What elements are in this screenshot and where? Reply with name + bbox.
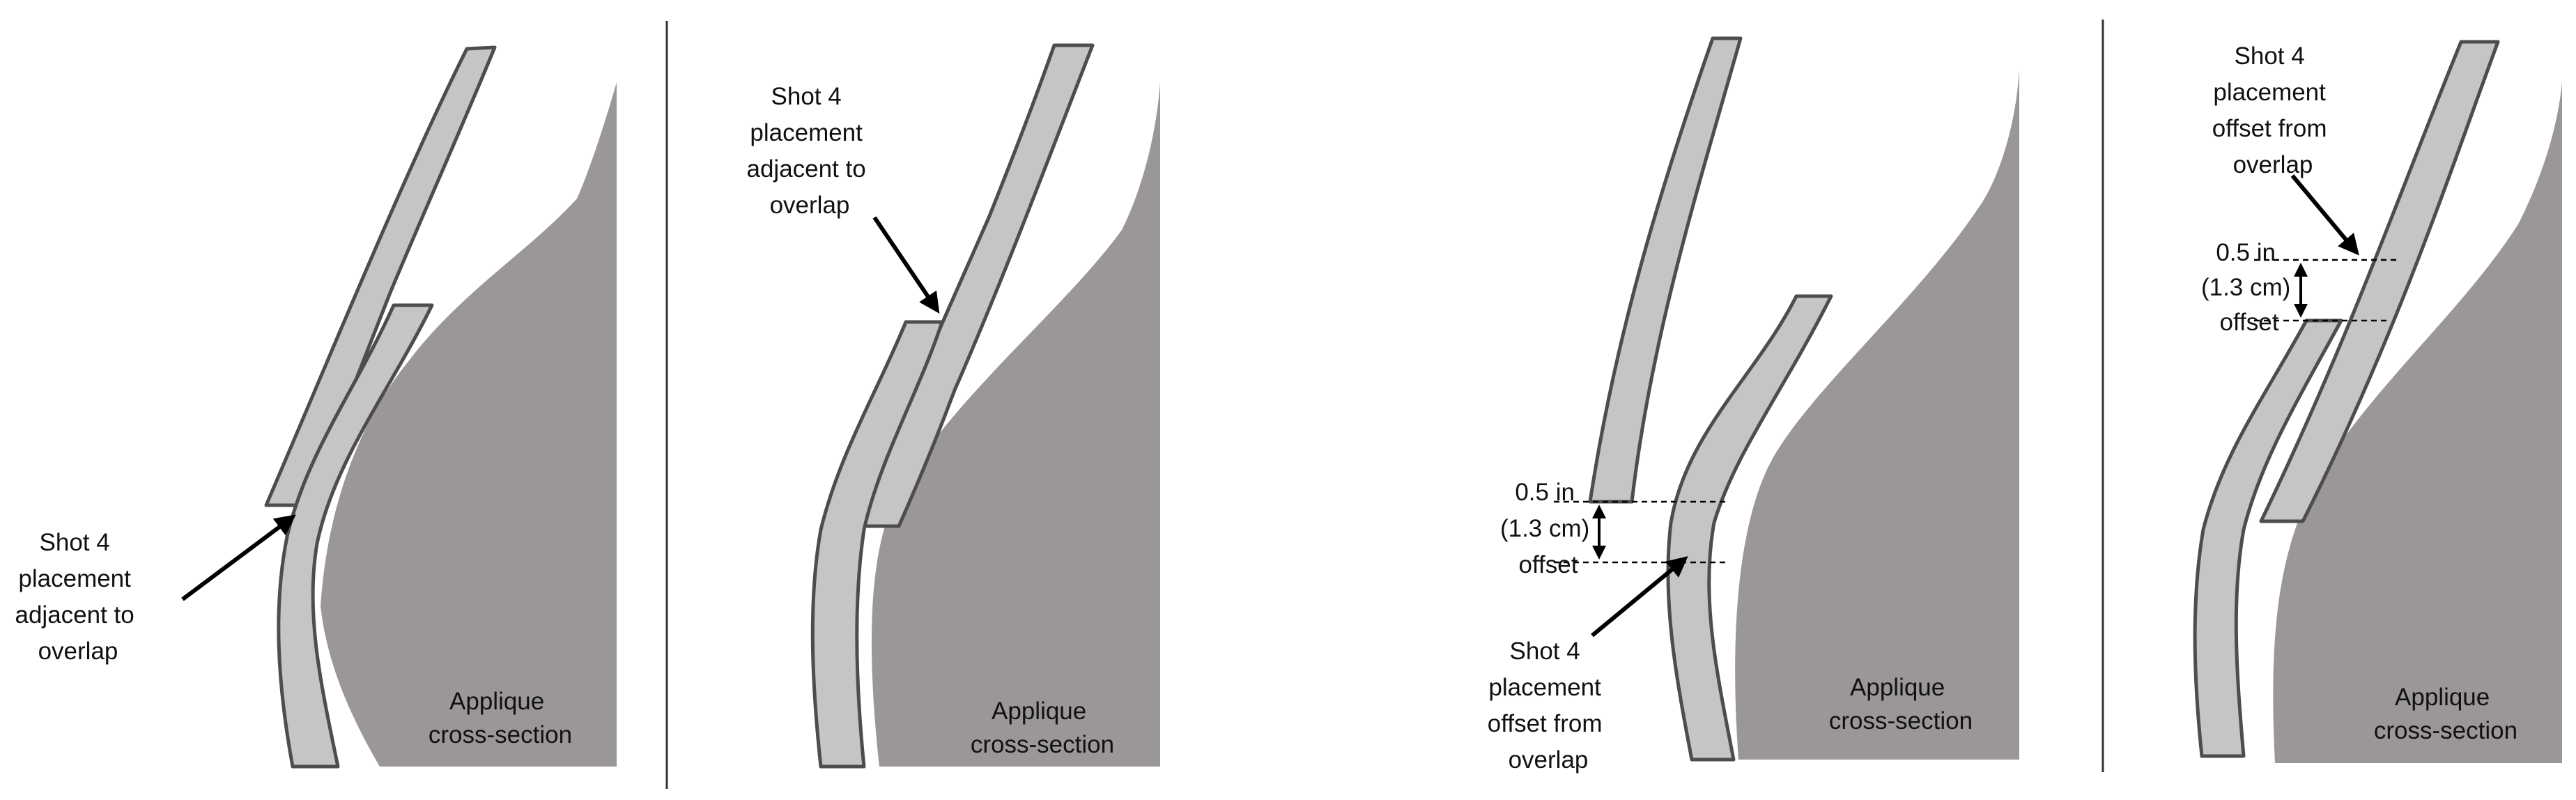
- offset-label-line: (1.3 cm): [2201, 274, 2290, 301]
- section-label-line: Applique: [2395, 684, 2490, 711]
- outer-strip: [860, 43, 1095, 528]
- applique-cross-section: [1735, 70, 2019, 760]
- inner-strip: [810, 320, 944, 769]
- section-label: Applique cross-section: [2374, 684, 2517, 744]
- offset-label-line: (1.3 cm): [1500, 515, 1589, 542]
- callout-line: placement: [1488, 674, 1601, 701]
- offset-label-line: offset: [1519, 551, 1578, 578]
- callout-arrow: [1591, 556, 1688, 638]
- inner-strip: [1666, 294, 1833, 762]
- inner-strip: [2193, 318, 2343, 758]
- applique-cross-section: [321, 82, 617, 767]
- panel-1: Shot 4 placement adjacent to overlap App…: [15, 45, 617, 769]
- callout-line: Shot 4: [771, 83, 842, 110]
- section-label: Applique cross-section: [429, 688, 572, 748]
- callout-line: adjacent to: [747, 155, 866, 183]
- offset-label-line: 0.5 in: [2216, 239, 2276, 266]
- callout-label: Shot 4 placement offset from overlap: [1488, 638, 1609, 774]
- inner-strip: [277, 303, 434, 769]
- section-label-line: Applique: [449, 688, 544, 715]
- section-label-line: cross-section: [971, 731, 1114, 758]
- callout-label: Shot 4 placement adjacent to overlap: [15, 529, 141, 665]
- section-label: Applique cross-section: [971, 698, 1114, 758]
- callout-line: adjacent to: [15, 601, 134, 629]
- section-label-line: Applique: [992, 698, 1086, 725]
- section-label-line: cross-section: [429, 721, 572, 748]
- callout-line: placement: [18, 565, 131, 592]
- applique-cross-section: [2273, 82, 2562, 763]
- section-label-line: cross-section: [2374, 717, 2517, 744]
- panel-4: 0.5 in (1.3 cm) offset Shot 4 placement …: [2193, 40, 2562, 763]
- panel-3: 0.5 in (1.3 cm) offset Shot 4 placement …: [1488, 36, 2019, 774]
- callout-line: Shot 4: [40, 529, 110, 556]
- offset-label: 0.5 in (1.3 cm) offset: [2201, 239, 2297, 336]
- applique-cross-section: [871, 82, 1160, 767]
- callout-line: offset from: [2212, 115, 2327, 142]
- callout-line: Shot 4: [2235, 43, 2305, 70]
- outer-strip: [264, 45, 497, 507]
- callout-line: offset from: [1488, 710, 1603, 737]
- callout-line: Shot 4: [1510, 638, 1580, 665]
- callout-arrow: [2290, 174, 2359, 256]
- section-label-line: cross-section: [1829, 707, 1973, 734]
- outer-strip: [2259, 40, 2500, 523]
- callout-arrow: [872, 216, 940, 314]
- callout-line: overlap: [2233, 151, 2313, 178]
- section-label-line: Applique: [1850, 674, 1945, 701]
- callout-label: Shot 4 placement adjacent to overlap: [747, 83, 873, 219]
- offset-label: 0.5 in (1.3 cm) offset: [1500, 479, 1596, 578]
- callout-line: placement: [2213, 79, 2326, 106]
- callout-arrow: [181, 514, 296, 601]
- panel-2: Shot 4 placement adjacent to overlap App…: [747, 43, 1160, 769]
- callout-line: placement: [750, 119, 863, 146]
- offset-label-line: 0.5 in: [1515, 479, 1575, 506]
- callout-line: overlap: [1509, 746, 1589, 774]
- section-label: Applique cross-section: [1829, 674, 1973, 734]
- callout-label: Shot 4 placement offset from overlap: [2212, 43, 2334, 178]
- callout-line: overlap: [770, 192, 850, 219]
- offset-label-line: offset: [2220, 309, 2279, 336]
- callout-line: overlap: [38, 638, 118, 665]
